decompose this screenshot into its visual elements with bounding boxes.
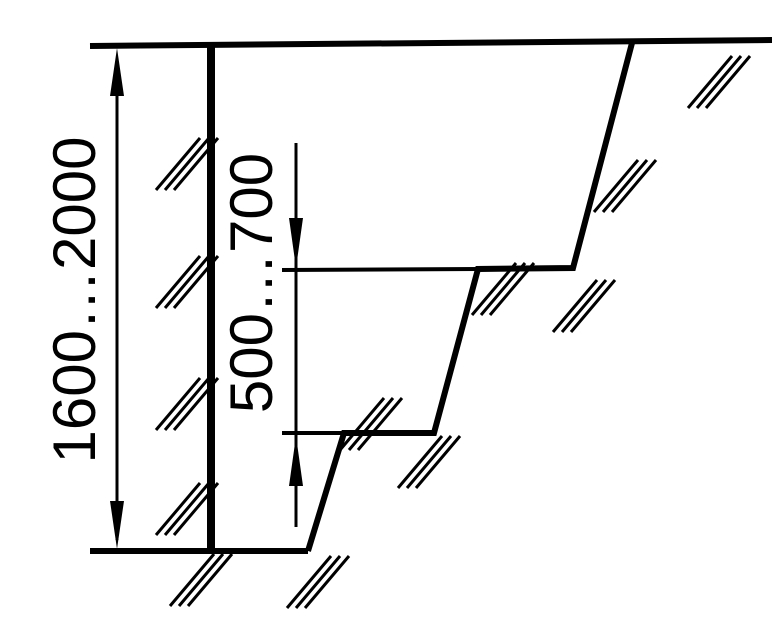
hatch-mark-group (338, 397, 404, 451)
total-depth-label: 1600…2000 (41, 137, 108, 464)
hatch-mark-group (154, 255, 220, 309)
total-depth-dimension (110, 48, 124, 549)
hatch-mark-group (592, 159, 658, 213)
step-height-dimension (289, 143, 303, 527)
hatch-mark-group (285, 555, 351, 609)
hatch-mark-group (154, 482, 220, 536)
hatch-mark-group (396, 435, 462, 489)
hatch-mark-group (154, 377, 220, 431)
upper-step-extension-line (281, 267, 479, 272)
step-height-label: 500…700 (218, 153, 285, 413)
arrowhead-down (289, 218, 303, 268)
arrowhead-down (110, 501, 124, 549)
hatch-mark-group (551, 279, 617, 333)
stepped-slope-profile (305, 42, 635, 552)
ground-surface-line (89, 37, 772, 49)
hatch-mark-group (154, 137, 220, 191)
hatch-mark-group (470, 262, 536, 316)
hatch-mark-group (686, 55, 752, 109)
arrowhead-up (289, 436, 303, 486)
arrowhead-up (110, 48, 124, 96)
hatch-mark-group (168, 553, 234, 607)
soil-hatching (154, 55, 752, 609)
